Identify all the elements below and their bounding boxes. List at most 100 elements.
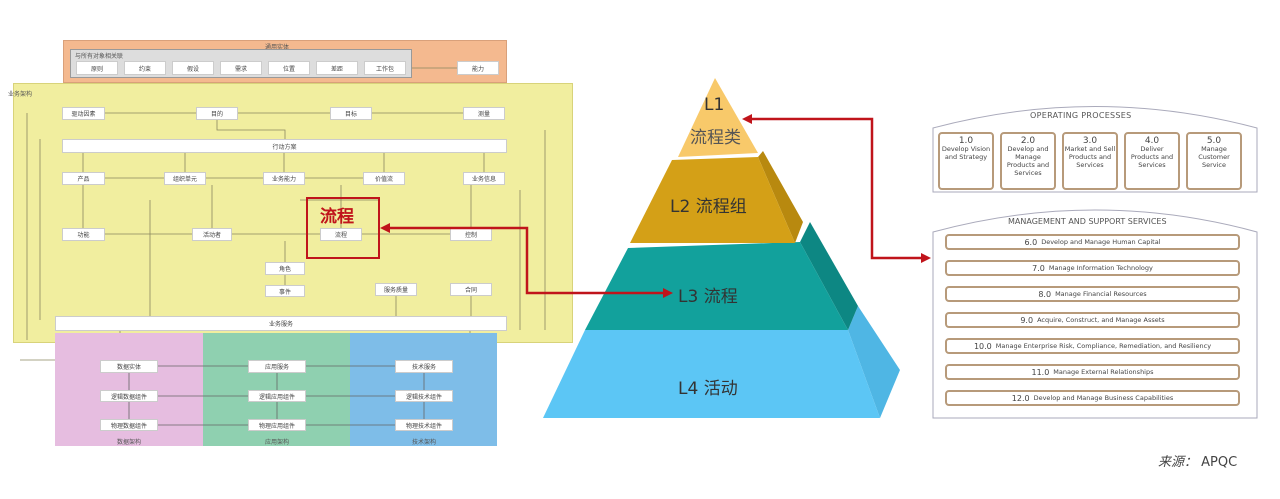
service-title: Develop and Manage Business Capabilities <box>1033 394 1174 402</box>
node-gap: 差距 <box>316 61 358 75</box>
service-number: 8.0 <box>1038 289 1052 299</box>
related-group-label: 与所有对象相关联 <box>75 53 124 60</box>
node-assumption: 假设 <box>172 61 214 75</box>
node-objective: 目标 <box>330 107 372 120</box>
layer-lines <box>128 365 425 426</box>
process-number: 5.0 <box>1206 136 1222 146</box>
pyramid-l2-side <box>758 151 803 243</box>
node-event: 事件 <box>265 285 305 297</box>
process-number: 3.0 <box>1082 136 1098 146</box>
node-business-service: 业务服务 <box>55 316 507 331</box>
pyramid-l4-side <box>848 306 900 418</box>
app-architecture-title: 应用架构 <box>265 439 290 446</box>
node-value-stream: 价值流 <box>363 172 405 185</box>
node-org-unit: 组织单元 <box>164 172 206 185</box>
process-highlight-box <box>306 197 380 259</box>
node-business-info: 业务信息 <box>463 172 505 185</box>
process-number: 4.0 <box>1144 136 1160 146</box>
node-goal: 目的 <box>196 107 238 120</box>
process-number: 2.0 <box>1020 136 1036 146</box>
process-number: 1.0 <box>958 136 974 146</box>
node-driver: 驱动因素 <box>62 107 105 120</box>
service-number: 10.0 <box>973 341 992 351</box>
process-highlight-label: 流程 <box>320 207 354 227</box>
service-number: 7.0 <box>1032 263 1045 273</box>
node-logical-data: 逻辑数据组件 <box>100 390 158 402</box>
source-note: 来源： APQC <box>1158 451 1237 470</box>
node-tech-service: 技术服务 <box>395 360 453 373</box>
tech-architecture-title: 技术架构 <box>412 439 437 446</box>
node-capability: 能力 <box>457 61 499 75</box>
pyramid-l3 <box>585 242 848 330</box>
node-constraint: 约束 <box>124 61 166 75</box>
node-physical-data: 物理数据组件 <box>100 419 158 431</box>
service-title: Manage External Relationships <box>1053 368 1154 376</box>
pyramid-l4-label: L4 活动 <box>678 379 738 399</box>
node-physical-app: 物理应用组件 <box>248 419 306 431</box>
service-title: Manage Information Technology <box>1048 264 1153 272</box>
pyramid-l2-label: L2 流程组 <box>670 197 747 217</box>
node-contract: 合同 <box>450 283 492 296</box>
service-number: 6.0 <box>1024 237 1038 247</box>
service-number: 9.0 <box>1020 315 1034 325</box>
node-role: 角色 <box>265 262 305 275</box>
pyramid-l3-side <box>800 222 858 330</box>
pyramid-l3-label: L3 流程 <box>678 287 738 307</box>
service-title: Acquire, Construct, and Manage Assets <box>1037 316 1165 324</box>
node-requirement: 需求 <box>220 61 262 75</box>
node-app-service: 应用服务 <box>248 360 306 373</box>
source-value: APQC <box>1201 455 1238 470</box>
node-product: 产品 <box>62 172 105 185</box>
service-number: 11.0 <box>1031 367 1050 377</box>
pyramid-l1-label: L1 <box>704 95 725 115</box>
process-title: Market and Sell Products and Services <box>1064 145 1116 169</box>
node-data-entity: 数据实体 <box>100 360 158 373</box>
service-title: Manage Enterprise Risk, Compliance, Reme… <box>995 342 1212 350</box>
node-physical-tech: 物理技术组件 <box>395 419 453 431</box>
process-title: Develop and Manage Products and Services <box>1006 145 1050 177</box>
node-principle: 原则 <box>76 61 118 75</box>
node-location: 位置 <box>268 61 310 75</box>
data-architecture-title: 数据架构 <box>117 439 142 446</box>
arrow-l1-to-apqc <box>750 117 922 260</box>
process-title: Deliver Products and Services <box>1130 145 1174 169</box>
process-title: Manage Customer Service <box>1198 145 1230 169</box>
node-logical-tech: 逻辑技术组件 <box>395 390 453 402</box>
business-architecture-panel <box>13 83 573 343</box>
source-label: 来源： <box>1158 455 1198 470</box>
node-logical-app: 逻辑应用组件 <box>248 390 306 402</box>
node-qos: 服务质量 <box>375 283 417 296</box>
process-title: Develop Vision and Strategy <box>941 145 991 161</box>
pyramid-l1-name: 流程类 <box>690 128 741 148</box>
node-course-of-action: 行动方案 <box>62 139 507 153</box>
node-function: 功能 <box>62 228 105 241</box>
service-title: Develop and Manage Human Capital <box>1041 238 1161 246</box>
node-process: 流程 <box>320 228 362 241</box>
common-entities-title: 通用实体 <box>265 44 290 51</box>
operating-processes-title: OPERATING PROCESSES <box>1030 111 1132 120</box>
service-number: 12.0 <box>1011 393 1030 403</box>
node-business-capability: 业务能力 <box>263 172 305 185</box>
node-measure: 测量 <box>463 107 505 120</box>
pyramid-l1 <box>678 78 758 157</box>
business-architecture-title: 业务架构 <box>8 91 33 98</box>
pyramid-l2 <box>630 157 795 243</box>
node-work-package: 工作包 <box>364 61 406 75</box>
arrow-process-to-l3 <box>388 226 664 295</box>
pyramid-l4 <box>543 330 880 418</box>
support-services-title: MANAGEMENT AND SUPPORT SERVICES <box>1008 217 1167 226</box>
service-title: Manage Financial Resources <box>1055 290 1147 298</box>
